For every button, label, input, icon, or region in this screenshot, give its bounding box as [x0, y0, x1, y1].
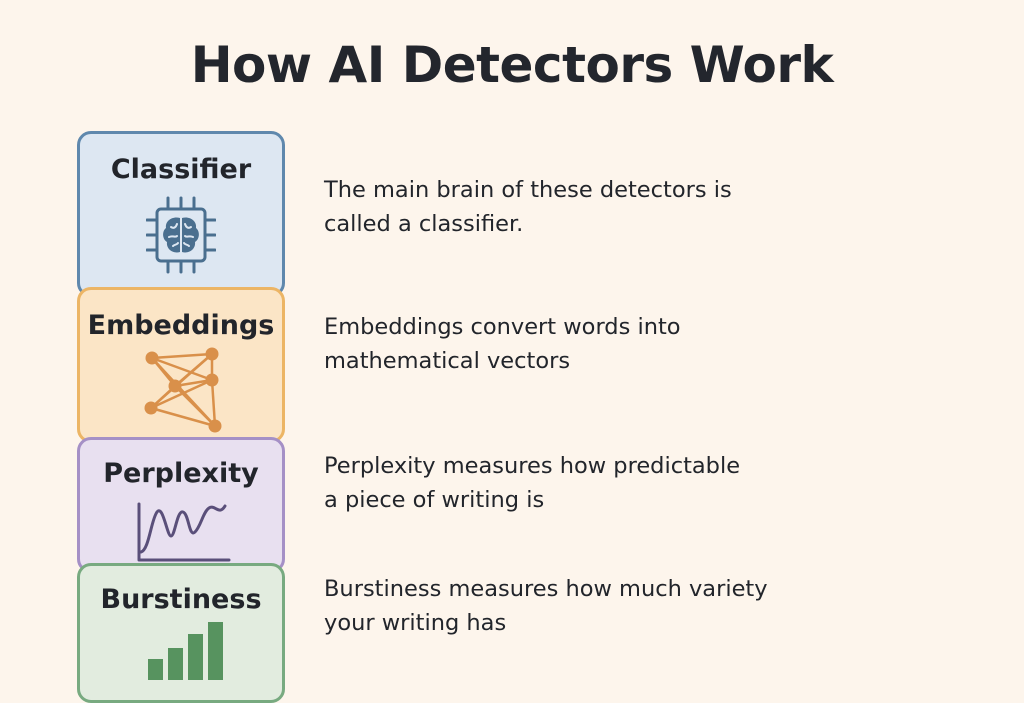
wave-chart-icon [137, 502, 231, 562]
page-title: How AI Detectors Work [190, 36, 834, 94]
network-graph-icon [144, 347, 222, 433]
burstiness-card: Burstiness [77, 563, 285, 703]
classifier-description-line-1: The main brain of these detectors is [324, 177, 732, 203]
perplexity-label: Perplexity [103, 458, 259, 489]
bar-chart-icon [148, 622, 223, 680]
burstiness-description: Burstiness measures how much variety you… [324, 572, 768, 640]
perplexity-card: Perplexity [77, 437, 285, 573]
classifier-description-line-2: called a classifier. [324, 211, 524, 237]
classifier-description: The main brain of these detectors is cal… [324, 173, 732, 241]
brain-chip-icon [146, 196, 216, 274]
perplexity-description-line-2: a piece of writing is [324, 487, 545, 513]
embeddings-description-line-1: Embeddings convert words into [324, 314, 681, 340]
burstiness-description-line-1: Burstiness measures how much variety [324, 576, 768, 602]
classifier-card: Classifier [77, 131, 285, 297]
embeddings-description-line-2: mathematical vectors [324, 348, 571, 374]
perplexity-description-line-1: Perplexity measures how predictable [324, 453, 741, 479]
perplexity-description: Perplexity measures how predictable a pi… [324, 449, 740, 517]
embeddings-card: Embeddings [77, 287, 285, 443]
burstiness-label: Burstiness [100, 584, 262, 615]
burstiness-description-line-2: your writing has [324, 610, 507, 636]
embeddings-description: Embeddings convert words into mathematic… [324, 310, 681, 378]
embeddings-label: Embeddings [87, 310, 275, 341]
classifier-label: Classifier [110, 154, 252, 185]
